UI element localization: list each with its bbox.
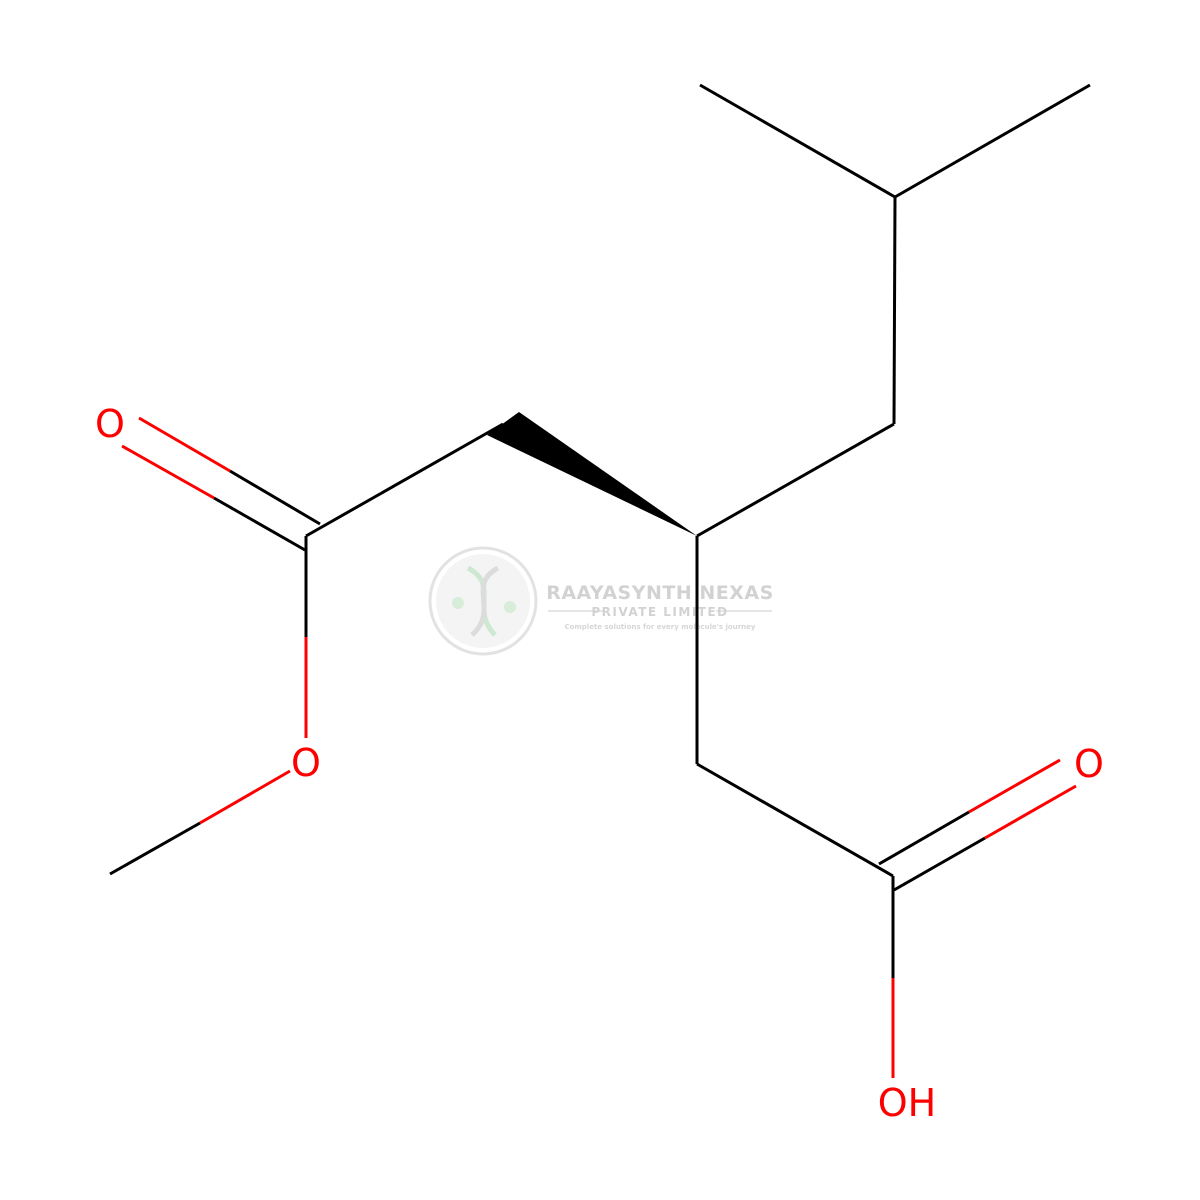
bond-acid-carbonyl-upper-red — [968, 758, 1061, 814]
watermark: RAAYASYNTH NEXAS PRIVATE LIMITED Complet… — [428, 546, 774, 656]
bond-acid-ch2 — [696, 762, 894, 878]
bond-ester-carbonyl-outer-red — [138, 416, 231, 473]
bond-isobutyl-ch — [892, 196, 897, 425]
watermark-company-name: RAAYASYNTH NEXAS — [546, 582, 774, 604]
bond-acid-carbonyl-lower-red — [984, 784, 1077, 840]
bond-isobutyl-ch2 — [696, 422, 895, 538]
watermark-tagline: Complete solutions for every molecule's … — [565, 623, 756, 631]
atom-o-ester-carbonyl: O — [95, 402, 125, 446]
dna-helix-icon — [452, 565, 516, 637]
bond-methyl-right — [894, 83, 1091, 199]
bond-methyl-left — [699, 83, 896, 199]
bond-methoxy-red — [199, 769, 291, 825]
watermark-logo-ring — [428, 546, 538, 656]
bond-methoxy-black — [109, 821, 201, 876]
watermark-company-type: PRIVATE LIMITED — [591, 605, 728, 619]
bond-ester-ch2 — [305, 422, 504, 538]
wedge-bond-stereocenter — [487, 412, 697, 536]
atom-oh-acid-hydroxyl: OH — [878, 1081, 936, 1125]
bond-ester-carbonyl-inner-red — [121, 444, 215, 500]
atom-o-ester-ether: O — [291, 741, 321, 785]
bond-acid-carbonyl-upper-black — [878, 810, 970, 866]
bond-acid-carbonyl-lower-black — [893, 836, 986, 892]
bond-ester-carbonyl-outer-black — [229, 469, 321, 526]
bond-ester-carbonyl-inner-black — [213, 496, 306, 552]
atom-o-acid-carbonyl: O — [1074, 742, 1104, 786]
